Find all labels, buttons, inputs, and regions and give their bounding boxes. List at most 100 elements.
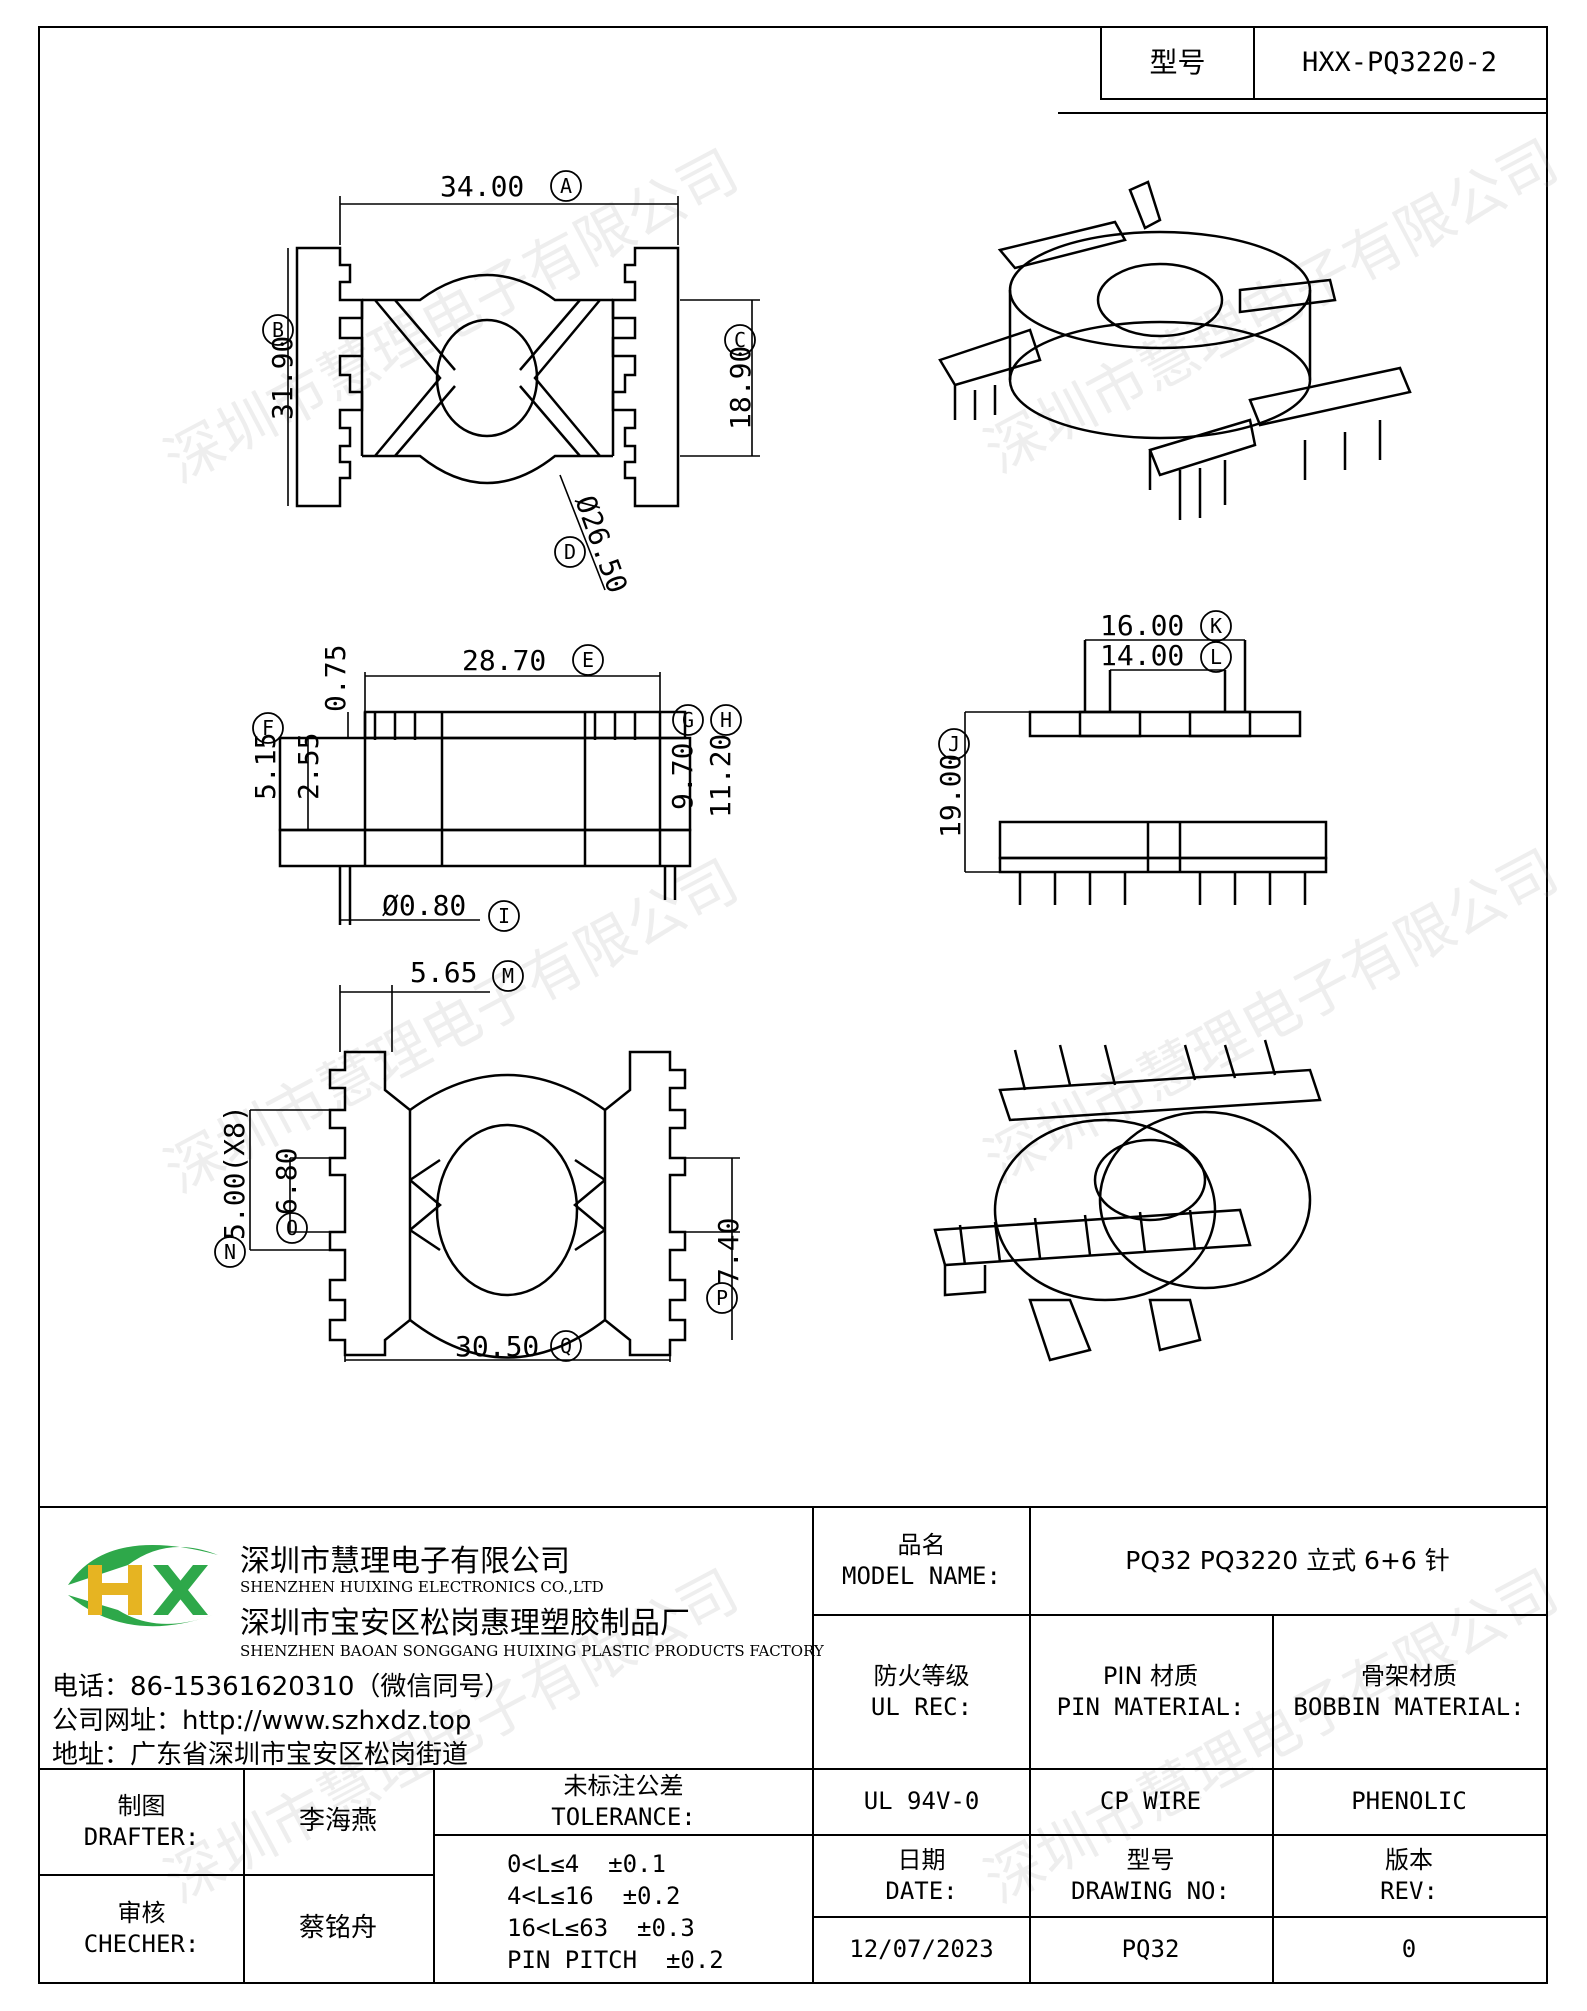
ul-value-cell: UL 94V-0 xyxy=(812,1768,1031,1836)
checker-cn: 审核 xyxy=(117,1898,166,1927)
dim-q: 30.50 xyxy=(455,1330,539,1363)
drawing-en: DRAWING NO: xyxy=(1071,1877,1230,1905)
side-view-letter-circles xyxy=(252,644,742,932)
dim-d: Ø26.50 xyxy=(568,491,634,597)
tolerance-line: 0<L≤4 ±0.1 xyxy=(507,1850,666,1878)
model-name-value-cell: PQ32 PQ3220 立式 6+6 针 xyxy=(1029,1506,1548,1616)
tolerance-line: PIN PITCH ±0.2 xyxy=(507,1946,724,1974)
dim-n: 5.00(X8) xyxy=(218,1105,251,1240)
letter-p: P xyxy=(716,1286,728,1310)
letter-k: K xyxy=(1210,614,1222,638)
ul-label-cell: 防火等级 UL REC: xyxy=(812,1614,1031,1770)
dim-b: 31.90 xyxy=(266,336,299,420)
bottom-view-dim-text: 5.65 5.00(X8) 6.80 7.40 30.50 xyxy=(218,956,745,1363)
company-address: 地址：广东省深圳市宝安区松岗街道 xyxy=(52,1740,469,1770)
dim-970: 9.70 xyxy=(666,743,699,810)
bobbin-cn: 骨架材质 xyxy=(1361,1661,1457,1690)
letter-e: E xyxy=(582,648,594,672)
company-phone: 电话：86-15361620310（微信同号） xyxy=(52,1672,511,1702)
date-cn: 日期 xyxy=(897,1845,946,1874)
letter-b: B xyxy=(272,318,284,342)
ul-cn: 防火等级 xyxy=(873,1661,970,1690)
model-name-label-cell: 品名 MODEL NAME: xyxy=(812,1506,1031,1616)
side-view xyxy=(278,710,692,925)
drawing-no-value-cell: PQ32 xyxy=(1029,1916,1274,1984)
dim-j: 19.00 xyxy=(934,754,967,838)
company-website: 公司网址：http://www.szhxdz.top xyxy=(52,1706,472,1736)
bobbin-label-cell: 骨架材质 BOBBIN MATERIAL: xyxy=(1272,1614,1548,1770)
dim-p: 7.40 xyxy=(712,1218,745,1285)
pin-en: PIN MATERIAL: xyxy=(1056,1693,1245,1721)
pin-value: CP WIRE xyxy=(1099,1787,1202,1816)
tolerance-cn: 未标注公差 xyxy=(563,1771,684,1800)
factory-name-en: SHENZHEN BAOAN SONGGANG HUIXING PLASTIC … xyxy=(240,1642,824,1660)
dim-k: 16.00 xyxy=(1100,609,1184,642)
tolerance-values-cell: 0<L≤4 ±0.1 4<L≤16 ±0.2 16<L≤63 ±0.3 PIN … xyxy=(433,1834,814,1984)
dim-h: 11.20 xyxy=(704,734,737,818)
drafter-en: DRAFTER: xyxy=(83,1823,200,1851)
side-view-dims xyxy=(279,672,661,921)
rev-value: 0 xyxy=(1401,1935,1417,1964)
bobbin-en: BOBBIN MATERIAL: xyxy=(1293,1693,1525,1721)
isometric-view-bottom xyxy=(933,1039,1322,1362)
dim-f: 5.15 xyxy=(249,733,282,800)
letter-d: D xyxy=(564,540,576,564)
date-value-cell: 12/07/2023 xyxy=(812,1916,1031,1984)
dim-g: 0.75 xyxy=(319,645,352,712)
bottom-view xyxy=(328,1050,687,1359)
rev-en: REV: xyxy=(1380,1877,1438,1905)
front-view-letters: K L J xyxy=(948,614,1222,756)
rev-label-cell: 版本 REV: xyxy=(1272,1834,1548,1918)
pin-label-cell: PIN 材质 PIN MATERIAL: xyxy=(1029,1614,1274,1770)
front-view xyxy=(998,640,1328,905)
checker-value-cell: 蔡铭舟 xyxy=(243,1874,435,1984)
side-view-letters: E F G H I xyxy=(262,648,732,928)
top-view-letters: A B C D xyxy=(272,174,746,564)
drafter-cn: 制图 xyxy=(117,1791,166,1820)
letter-g: G xyxy=(682,708,694,732)
drawing-value: PQ32 xyxy=(1121,1935,1180,1964)
tolerance-en: TOLERANCE: xyxy=(551,1803,696,1831)
tolerance-line: 4<L≤16 ±0.2 xyxy=(507,1882,681,1910)
letter-h: H xyxy=(720,708,732,732)
letter-i: I xyxy=(498,904,510,928)
dim-o: 6.80 xyxy=(270,1148,303,1215)
dim-m: 5.65 xyxy=(410,956,477,989)
pin-cn: PIN 材质 xyxy=(1102,1661,1199,1690)
dim-i: Ø0.80 xyxy=(382,889,466,922)
drafter-value-cell: 李海燕 xyxy=(243,1768,435,1876)
bottom-view-letter-circles xyxy=(214,960,738,1362)
model-name-value: PQ32 PQ3220 立式 6+6 针 xyxy=(1125,1545,1450,1575)
dim-c: 18.90 xyxy=(724,346,757,430)
ul-en: UL REC: xyxy=(870,1693,973,1721)
drafter-label-cell: 制图 DRAFTER: xyxy=(38,1768,245,1876)
letter-c: C xyxy=(734,328,746,352)
top-view-dims xyxy=(287,196,760,591)
bottom-view-letters: M N O P Q xyxy=(224,964,728,1358)
letter-m: M xyxy=(502,964,514,988)
company-name-cn: 深圳市慧理电子有限公司 xyxy=(240,1544,570,1579)
dim-e: 28.70 xyxy=(462,644,546,677)
model-label-cell: 型号 xyxy=(1100,26,1255,100)
tolerance-label-cell: 未标注公差 TOLERANCE: xyxy=(433,1768,814,1836)
date-label-cell: 日期 DATE: xyxy=(812,1834,1031,1918)
model-label: 型号 xyxy=(1149,45,1206,79)
model-name-cn: 品名 xyxy=(897,1530,946,1559)
dim-255: 2.55 xyxy=(292,733,325,800)
model-name-en: MODEL NAME: xyxy=(842,1562,1001,1590)
front-view-dim-text: 16.00 14.00 19.00 xyxy=(934,609,1184,838)
tolerance-line: 16<L≤63 ±0.3 xyxy=(507,1914,695,1942)
drafter-value: 李海燕 xyxy=(298,1806,377,1837)
dim-a: 34.00 xyxy=(440,170,524,203)
checker-value: 蔡铭舟 xyxy=(298,1913,377,1944)
factory-name-cn: 深圳市宝安区松岗惠理塑胶制品厂 xyxy=(240,1606,690,1641)
front-view-letter-circles xyxy=(938,610,1232,760)
top-view xyxy=(295,246,680,508)
letter-f: F xyxy=(262,716,274,740)
top-view-letter-circles xyxy=(262,170,756,568)
letter-n: N xyxy=(224,1240,236,1264)
checker-en: CHECHER: xyxy=(83,1930,200,1958)
drawing-cn: 型号 xyxy=(1126,1845,1175,1874)
model-value: HXX-PQ3220-2 xyxy=(1301,47,1498,79)
